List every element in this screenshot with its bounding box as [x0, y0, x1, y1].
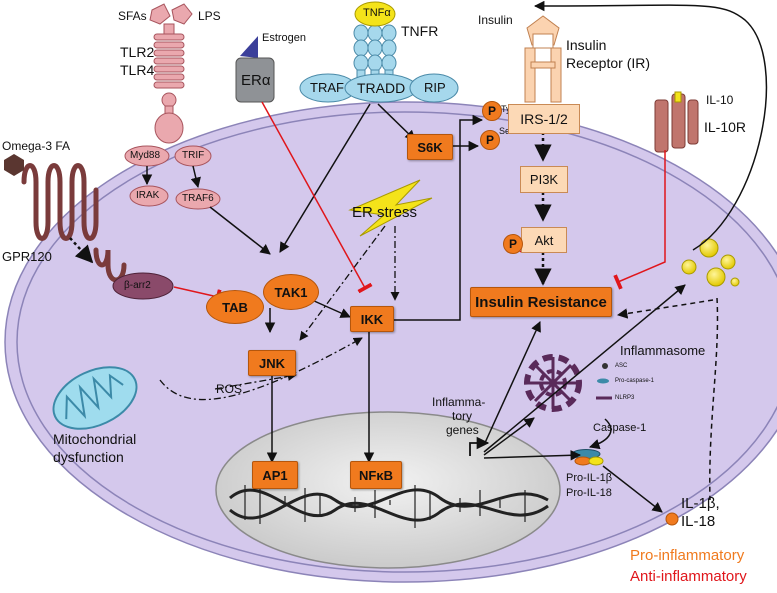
estrogen-triangle	[240, 36, 258, 58]
inflammasome-label: Inflammasome	[620, 343, 706, 358]
ikk-node: IKK	[350, 306, 394, 332]
pro-caspase-icon	[597, 378, 609, 384]
insulin-signaling-arrows	[69, 132, 552, 286]
omega3-ligand	[4, 154, 24, 176]
tlr2-label: TLR2	[120, 44, 155, 60]
estrogen-label: Estrogen	[262, 32, 307, 44]
il1b-label: IL-1β,	[681, 495, 720, 512]
activation-arrows	[141, 0, 768, 513]
inflammatory-genes-label-2: tory	[452, 409, 473, 423]
irak-label: IRAK	[136, 190, 160, 201]
legend-anti-inflammatory: Anti-inflammatory	[630, 568, 747, 585]
tak1-node: TAK1	[263, 274, 319, 310]
insulin-resistance-node: Insulin Resistance	[470, 287, 612, 317]
sfas-label: SFAs	[118, 9, 147, 23]
dna-helix	[229, 483, 549, 528]
insulin-ligand-label: Insulin	[478, 13, 513, 27]
inflammasome-icon	[524, 354, 582, 412]
il1b-feedback-arrow	[709, 297, 719, 501]
ap1-node: AP1	[252, 461, 298, 489]
tlr-receptor	[149, 3, 193, 144]
s6k-node: S6K	[407, 134, 453, 160]
traf-label: TRAF	[310, 80, 344, 95]
il10r-label: IL-10R	[704, 119, 747, 135]
caspase1-label: Caspase-1	[593, 422, 647, 434]
tnfr-label: TNFR	[401, 23, 439, 39]
pro-il-icon	[571, 449, 604, 466]
pi3k-node: PI3K	[520, 166, 568, 193]
il1b-feedback-arrowhead	[616, 299, 714, 319]
inflammatory-genes-label-1: Inflamma-	[432, 395, 486, 409]
er-alpha-label: ERα	[241, 72, 271, 89]
legend-pro-inflammatory: Pro-inflammatory	[630, 547, 745, 564]
p-akt-node: P	[503, 234, 523, 254]
pro-il18-label: Pro-IL-18	[566, 487, 612, 499]
ros-label: ROS	[216, 382, 243, 396]
omega3-label: Omega-3 FA	[2, 139, 71, 153]
nfkb-node: NFκB	[350, 461, 402, 489]
asc-label: ASC	[615, 363, 628, 369]
rip-label: RIP	[424, 80, 446, 95]
tnfa-ligand	[354, 1, 396, 27]
tab-node: TAB	[206, 290, 264, 324]
p-tyr-node: P	[482, 101, 502, 121]
pro-il1b-label: Pro-IL-1β	[566, 472, 613, 484]
nlrp3-label: NLRP3	[615, 395, 635, 401]
tnfa-label: TNFα	[363, 7, 391, 19]
p-ser-node: P	[480, 130, 500, 150]
beta-arrestin2-label: β-arr2	[124, 280, 151, 291]
mito-label-2: dysfunction	[53, 449, 124, 465]
gpr120-label: GPR120	[2, 249, 52, 264]
tradd-label: TRADD	[357, 80, 406, 96]
inflammatory-genes-label-3: genes	[446, 423, 479, 437]
er-alpha-receptor	[235, 57, 275, 103]
traf6-node	[175, 188, 221, 210]
il10-receptor	[654, 91, 699, 153]
irs-node: IRS-1/2	[508, 104, 580, 134]
ser-label: Ser	[499, 126, 514, 136]
er-stress-label: ER stress	[352, 204, 418, 221]
stress-arrows	[159, 225, 400, 401]
tyr-label: Tyr	[501, 105, 514, 114]
cell-membrane-inner	[16, 111, 777, 573]
lps-label: LPS	[198, 9, 221, 23]
inhibition-lines	[173, 101, 666, 305]
il18-label: IL-18	[681, 513, 716, 530]
myd88-label: Myd88	[130, 150, 161, 161]
insulin-receptor-label-1: Insulin	[566, 37, 607, 53]
asc-icon	[602, 363, 608, 369]
rip-node	[409, 73, 459, 103]
beta-arrestin2-node	[112, 272, 174, 300]
il10-label: IL-10	[706, 93, 734, 107]
er-stress-bolt	[348, 179, 433, 237]
nucleus	[215, 411, 561, 569]
akt-node: Akt	[521, 227, 567, 253]
insulin-receptor-label-2: Receptor (IR)	[566, 55, 651, 71]
insulin-receptor	[524, 15, 562, 103]
mitochondrion-icon	[52, 366, 138, 430]
mito-label-1: Mitochondrial	[53, 431, 137, 447]
jnk-node: JNK	[248, 350, 296, 376]
transcription-start-arrow	[469, 436, 490, 456]
pro-caspase-label: Pro-caspase-1	[615, 378, 655, 384]
il1b-il18-secreted-icon	[665, 512, 679, 526]
tlr4-label: TLR4	[120, 62, 155, 78]
irak-node	[129, 185, 169, 207]
secreted-vesicles	[681, 238, 740, 287]
trif-label: TRIF	[182, 150, 205, 161]
traf6-label: TRAF6	[182, 193, 214, 204]
